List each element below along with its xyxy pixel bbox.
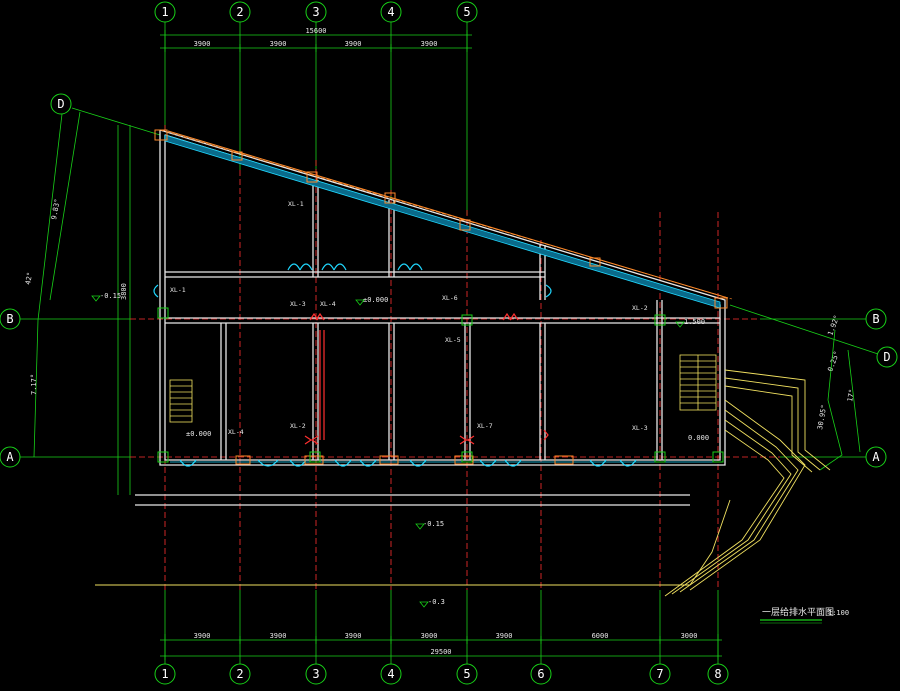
dim-left-diag: 9.83°	[50, 198, 62, 220]
col-label-xl6: XL-6	[442, 294, 458, 302]
col-label-xl3b: XL-3	[632, 424, 648, 432]
axis-label-2-top: 2	[236, 5, 243, 19]
building-walls	[135, 129, 726, 506]
axis-label-D-left: D	[57, 97, 64, 111]
dim-bottom-bay-4: 3000	[421, 632, 438, 640]
dim-bottom-bay-2: 3900	[270, 632, 287, 640]
column-marks	[154, 129, 728, 465]
axis-label-1-top: 1	[161, 5, 168, 19]
level-mark-6: -0.3	[428, 598, 445, 606]
level-mark-5: -0.15	[423, 520, 444, 528]
drawing-scale: 1:100	[828, 609, 849, 617]
dim-left-bottom-angle: 7.17°	[30, 374, 38, 395]
dim-top-bay-2: 3900	[270, 40, 287, 48]
top-dimension	[160, 30, 472, 52]
col-label-xl5: XL-5	[445, 336, 461, 344]
level-mark-1: -0.15	[100, 292, 121, 300]
col-label-xl2: XL-2	[632, 304, 648, 312]
axis-label-B-left: B	[6, 312, 13, 326]
axis-label-2-bottom: 2	[236, 667, 243, 681]
red-fixtures	[304, 312, 549, 445]
axis-label-8-bottom: 8	[714, 667, 721, 681]
stair-right	[679, 354, 717, 411]
col-label-xl4b: XL-4	[228, 428, 244, 436]
col-label-xl3: XL-3	[290, 300, 306, 308]
axis-label-4-top: 4	[387, 5, 394, 19]
drawing-title: 一层给排水平面图	[762, 606, 834, 618]
col-label-xl4: XL-4	[320, 300, 336, 308]
red-axis-lines	[130, 125, 780, 590]
sloped-facade	[159, 129, 733, 309]
dim-left-angle: 42°	[24, 271, 34, 285]
dim-bottom-bay-7: 3000	[681, 632, 698, 640]
level-mark-2: ±0.000	[363, 296, 388, 304]
level-mark-4: 0.000	[688, 434, 709, 442]
level-triangles	[91, 295, 685, 608]
level-mark-3: 1.500	[684, 318, 705, 326]
dim-right-angle-1: 1.92°	[826, 314, 841, 337]
axis-label-D-right: D	[883, 350, 890, 364]
dim-top-bay-4: 3900	[421, 40, 438, 48]
axis-label-5-bottom: 5	[463, 667, 470, 681]
axis-label-A-right: A	[872, 450, 880, 464]
axis-label-B-right: B	[872, 312, 879, 326]
col-label-xl7: XL-7	[477, 422, 493, 430]
axis-label-A-left: A	[6, 450, 14, 464]
axis-label-6-bottom: 6	[537, 667, 544, 681]
dim-top-bay-3: 3900	[345, 40, 362, 48]
col-label-xl1b: XL-1	[170, 286, 186, 294]
axis-label-4-bottom: 4	[387, 667, 394, 681]
axis-label-7-bottom: 7	[656, 667, 663, 681]
bottom-dimension	[160, 634, 722, 660]
left-dimension	[33, 111, 131, 495]
dim-left-span: 3800	[120, 283, 128, 300]
dim-top-bay-1: 3900	[194, 40, 211, 48]
right-dimension	[819, 329, 861, 471]
col-label-xl1: XL-1	[288, 200, 304, 208]
axis-label-3-bottom: 3	[312, 667, 319, 681]
axis-label-3-top: 3	[312, 5, 319, 19]
axis-label-5-top: 5	[463, 5, 470, 19]
dim-bottom-bay-6: 6000	[592, 632, 609, 640]
level-mark-7: ±0.000	[186, 430, 211, 438]
dim-bottom-total: 29500	[430, 648, 451, 656]
dim-bottom-bay-5: 3900	[496, 632, 513, 640]
site-edge	[95, 499, 731, 586]
dim-right-angle-2: 0.25°	[826, 350, 841, 373]
dim-bottom-bay-3: 3900	[345, 632, 362, 640]
dim-right-angle-3: 17°	[846, 388, 856, 402]
dim-right-dim: 30.95°	[816, 404, 828, 430]
dim-top-total: 15600	[305, 27, 326, 35]
axis-label-1-bottom: 1	[161, 667, 168, 681]
stair-left	[169, 379, 193, 423]
dim-bottom-bay-1: 3900	[194, 632, 211, 640]
col-label-xl2b: XL-2	[290, 422, 306, 430]
bottom-doors	[153, 263, 715, 467]
corner-columns	[157, 307, 724, 463]
letter-axis-bubbles	[0, 93, 898, 468]
ramp-steps	[664, 369, 831, 597]
